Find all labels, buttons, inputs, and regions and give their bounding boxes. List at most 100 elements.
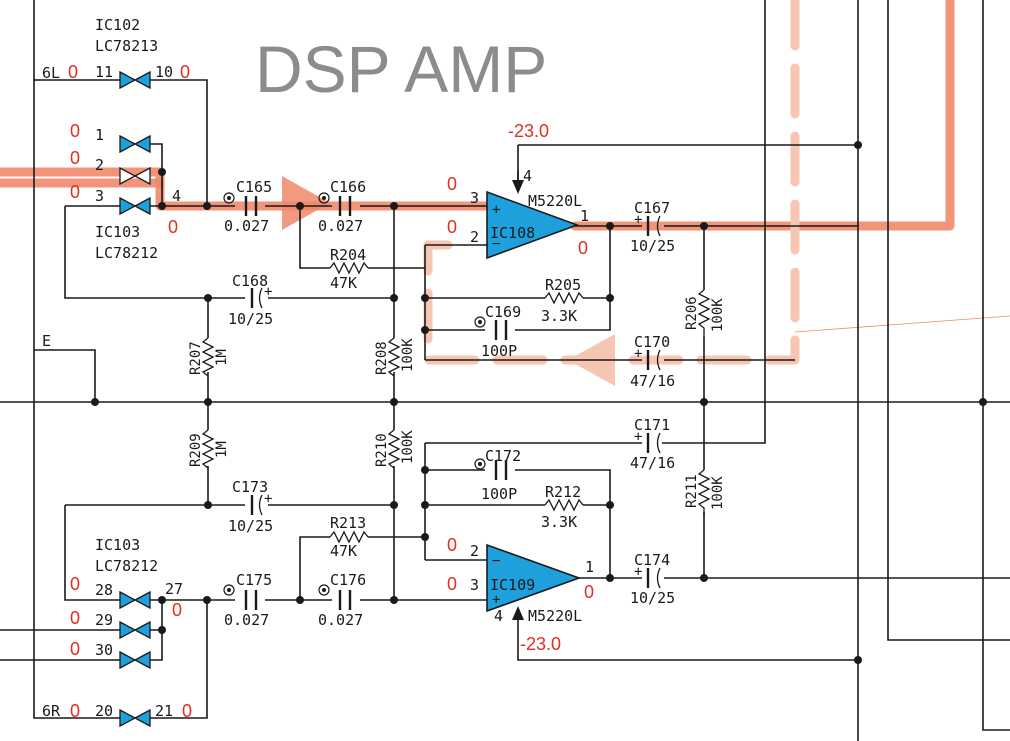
capacitors: + + + + + + xyxy=(223,192,661,610)
r210-ref: R210 xyxy=(374,433,390,467)
voltage-ic109-2: 0 xyxy=(447,535,457,555)
ic108-part: M5220L xyxy=(528,192,582,210)
svg-text:+: + xyxy=(634,212,642,228)
resistors xyxy=(201,261,711,544)
ic103-bot-part: LC78212 xyxy=(95,557,158,575)
pin-20: 20 xyxy=(95,702,113,720)
r208-value: 100K xyxy=(400,338,416,372)
pin-29: 29 xyxy=(95,611,113,629)
svg-text:+: + xyxy=(634,346,642,362)
pin-30: 30 xyxy=(95,641,113,659)
voltage-pin-1: 0 xyxy=(70,121,80,141)
ic103-top-ref: IC103 xyxy=(95,223,140,241)
switch-ic102-20-21 xyxy=(119,708,151,728)
r213-value: 47K xyxy=(330,542,357,560)
ic108-ref: IC108 xyxy=(490,224,535,242)
pin-27: 27 xyxy=(165,580,183,598)
svg-text:+: + xyxy=(634,564,642,580)
c173-value: 10/25 xyxy=(228,517,273,535)
voltage-pin-10: 0 xyxy=(180,62,190,82)
r204-value: 47K xyxy=(330,274,357,292)
r207-ref: R207 xyxy=(188,341,204,375)
switch-ic103-29 xyxy=(119,620,151,640)
voltage-ic108-2: 0 xyxy=(447,217,457,237)
ic109-pin-1: 1 xyxy=(585,558,594,576)
r210-value: 100K xyxy=(400,430,416,464)
c166-ref: C166 xyxy=(330,178,366,196)
c169-value: 100P xyxy=(481,342,517,360)
net-labels: 6L 6R E xyxy=(42,64,61,720)
voltage-readings: 0 0 0 0 0 0 0 0 0 -23.0 0 0 0 0 0 0 0 -2… xyxy=(68,62,594,721)
ic109-part: M5220L xyxy=(528,607,582,625)
voltage-ic109-vee: -23.0 xyxy=(520,634,561,654)
c168-value: 10/25 xyxy=(228,310,273,328)
c171-value: 47/16 xyxy=(630,454,675,472)
r213-ref: R213 xyxy=(330,514,366,532)
c165-value: 0.027 xyxy=(224,217,269,235)
c169-ref: C169 xyxy=(485,303,521,321)
r204-ref: R204 xyxy=(330,246,366,264)
diagram-title: DSP AMP xyxy=(255,32,547,106)
switch-ic103-30 xyxy=(119,650,151,670)
ic102-top-part: LC78213 xyxy=(95,37,158,55)
net-6l: 6L xyxy=(42,64,60,82)
c166-value: 0.027 xyxy=(318,217,363,235)
net-e: E xyxy=(42,332,51,350)
ic108-pin-4: 4 xyxy=(523,167,532,185)
voltage-ic109-3: 0 xyxy=(447,574,457,594)
voltage-pin-28: 0 xyxy=(70,574,80,594)
r205-value: 3.3K xyxy=(541,307,577,325)
c172-ref: C172 xyxy=(485,447,521,465)
svg-text:−: − xyxy=(492,236,500,252)
c173-ref: C173 xyxy=(232,478,268,496)
analog-switches xyxy=(119,70,151,728)
r212-value: 3.3K xyxy=(541,513,577,531)
ic-labels: IC102 LC78213 IC103 LC78212 IC103 LC7821… xyxy=(95,16,582,625)
switch-ic103-3 xyxy=(119,196,151,216)
net-6r: 6R xyxy=(42,702,61,720)
pin-numbers: 11 10 1 2 3 4 3 2 1 4 28 29 30 27 20 21 … xyxy=(95,63,594,720)
c175-value: 0.027 xyxy=(224,611,269,629)
r207-value: 1M xyxy=(214,349,230,366)
svg-text:+: + xyxy=(264,284,272,300)
voltage-pin-3: 0 xyxy=(70,182,80,202)
switch-ic103-2 xyxy=(119,166,151,186)
voltage-ic109-1: 0 xyxy=(584,582,594,602)
voltage-ic108-3: 0 xyxy=(447,174,457,194)
c167-ref: C167 xyxy=(634,199,670,217)
voltage-pin-27: 0 xyxy=(172,600,182,620)
pin-1: 1 xyxy=(95,126,104,144)
switch-ic103-1 xyxy=(119,134,151,154)
pin-21: 21 xyxy=(155,702,173,720)
c176-ref: C176 xyxy=(330,571,366,589)
ic103-bot-ref: IC103 xyxy=(95,536,140,554)
pin-3: 3 xyxy=(95,187,104,205)
c176-value: 0.027 xyxy=(318,611,363,629)
c175-ref: C175 xyxy=(236,571,272,589)
c174-value: 10/25 xyxy=(630,589,675,607)
c165-ref: C165 xyxy=(236,178,272,196)
pin-10: 10 xyxy=(155,63,173,81)
voltage-pin-29: 0 xyxy=(70,608,80,628)
ic102-top-ref: IC102 xyxy=(95,16,140,34)
voltage-ic108-1: 0 xyxy=(578,238,588,258)
voltage-pin-30: 0 xyxy=(70,639,80,659)
c170-ref: C170 xyxy=(634,333,670,351)
ic108-pin-3: 3 xyxy=(470,189,479,207)
pin-4: 4 xyxy=(172,187,181,205)
ic108-pin-2: 2 xyxy=(470,228,479,246)
ic108-pin-1: 1 xyxy=(580,207,589,225)
r212-ref: R212 xyxy=(545,483,581,501)
switch-ic102-11-10 xyxy=(119,70,151,90)
c174-ref: C174 xyxy=(634,551,670,569)
ic109-ref: IC109 xyxy=(490,576,535,594)
svg-text:−: − xyxy=(492,553,500,569)
voltage-pin-2: 0 xyxy=(70,148,80,168)
r208-ref: R208 xyxy=(374,341,390,375)
ic109-opamp: − + xyxy=(486,543,582,620)
voltage-pin-4: 0 xyxy=(168,217,178,237)
c172-value: 100P xyxy=(481,485,517,503)
svg-text:+: + xyxy=(264,491,272,507)
